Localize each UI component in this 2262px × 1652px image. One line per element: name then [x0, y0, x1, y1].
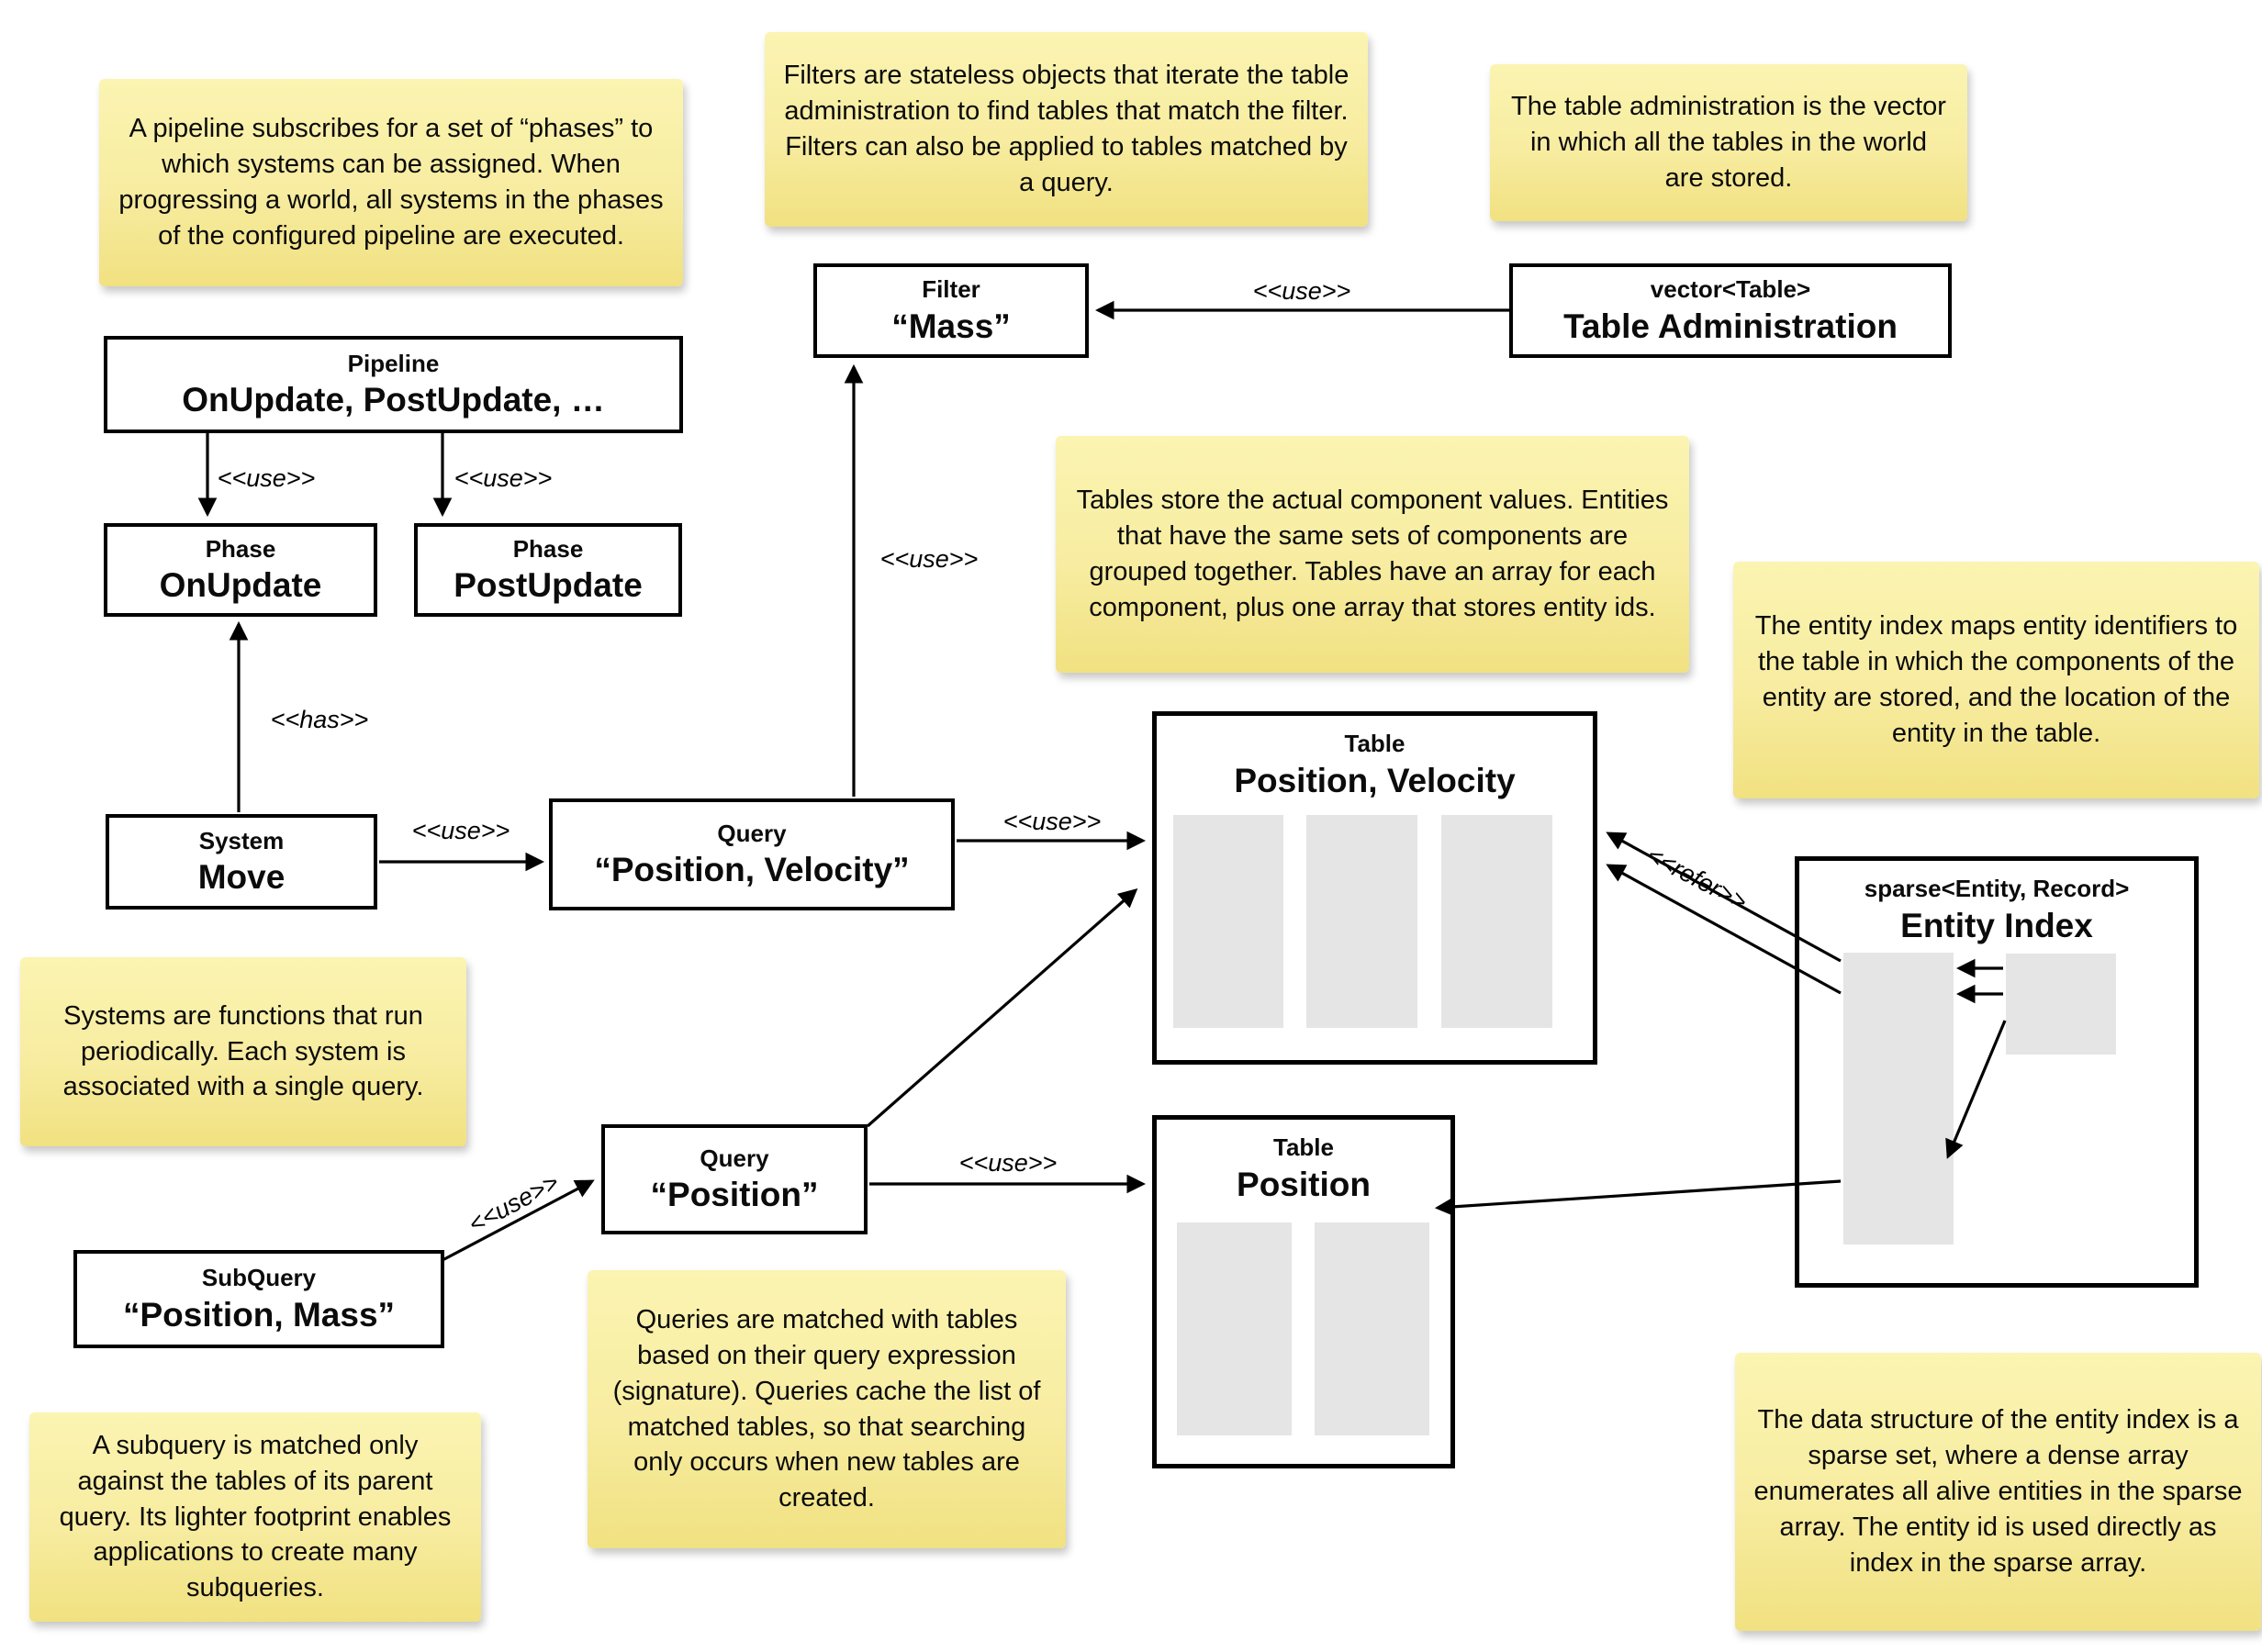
- box-phase-postupdate: Phase PostUpdate: [414, 523, 682, 617]
- note-entity-index: The entity index maps entity identifiers…: [1733, 562, 2259, 798]
- note-entity-data: The data structure of the entity index i…: [1735, 1353, 2261, 1631]
- box-query-position-velocity: Query “Position, Velocity”: [549, 798, 955, 910]
- arrow-querypos-to-tablepv: [866, 887, 1138, 1128]
- note-pipeline: A pipeline subscribes for a set of “phas…: [99, 79, 683, 286]
- dense-array: [2006, 954, 2116, 1055]
- note-subquery: A subquery is matched only against the t…: [29, 1412, 481, 1622]
- box-title: Phase: [205, 534, 276, 563]
- box-value: OnUpdate, PostUpdate, …: [182, 381, 605, 419]
- box-pipeline: Pipeline OnUpdate, PostUpdate, …: [104, 336, 683, 433]
- edge-label-use: <<use>>: [454, 464, 553, 492]
- box-filter-mass: Filter “Mass”: [813, 263, 1089, 358]
- box-value: Table Administration: [1563, 307, 1898, 345]
- box-table-position-velocity: Table Position, Velocity: [1152, 711, 1597, 1065]
- component-array: [1177, 1222, 1292, 1435]
- box-title: System: [198, 826, 285, 854]
- note-queries: Queries are matched with tables based on…: [588, 1270, 1066, 1548]
- edge-label-use: <<use>>: [218, 464, 316, 492]
- box-title: Query: [700, 1144, 769, 1172]
- box-value: “Position, Mass”: [122, 1295, 396, 1334]
- box-subquery-position-mass: SubQuery “Position, Mass”: [73, 1250, 444, 1348]
- box-title: Table: [1273, 1133, 1334, 1161]
- note-table-admin: The table administration is the vector i…: [1490, 64, 1967, 221]
- box-title: Table: [1344, 730, 1405, 757]
- box-title: SubQuery: [201, 1264, 317, 1292]
- box-value: Move: [197, 858, 286, 897]
- box-value: Position: [1237, 1165, 1371, 1203]
- box-value: “Position, Velocity”: [594, 851, 910, 889]
- note-systems: Systems are functions that run periodica…: [20, 957, 466, 1146]
- component-array: [1441, 815, 1552, 1028]
- component-array: [1315, 1222, 1429, 1435]
- box-value: “Mass”: [891, 307, 1011, 345]
- edge-label-use: <<use>>: [880, 545, 979, 573]
- component-array: [1173, 815, 1283, 1028]
- box-title: vector<Table>: [1650, 275, 1811, 304]
- box-value: PostUpdate: [454, 566, 643, 605]
- sparse-array: [1843, 953, 1954, 1245]
- box-phase-onupdate: Phase OnUpdate: [104, 523, 377, 617]
- box-value: Entity Index: [1900, 906, 2093, 944]
- box-value: OnUpdate: [159, 566, 322, 605]
- box-entity-index: sparse<Entity, Record> Entity Index: [1795, 856, 2199, 1288]
- edge-label-use: <<use>>: [412, 817, 510, 844]
- edge-label-use: <<use>>: [464, 1168, 563, 1239]
- edge-label-use: <<use>>: [1253, 277, 1351, 305]
- edge-label-use: <<use>>: [1003, 808, 1102, 835]
- edge-label-has: <<has>>: [271, 706, 369, 733]
- box-title: sparse<Entity, Record>: [1864, 875, 2130, 902]
- box-table-administration: vector<Table> Table Administration: [1509, 263, 1952, 358]
- box-title: Pipeline: [347, 349, 440, 377]
- note-tables: Tables store the actual component values…: [1056, 436, 1689, 673]
- note-filters: Filters are stateless objects that itera…: [765, 32, 1368, 227]
- arrow-entityindex-to-tablepos: [1434, 1179, 1842, 1217]
- edge-label-use: <<use>>: [959, 1149, 1058, 1177]
- component-array: [1306, 815, 1417, 1028]
- box-system-move: System Move: [106, 814, 377, 910]
- box-title: Query: [717, 819, 787, 847]
- box-value: Position, Velocity: [1234, 761, 1516, 799]
- box-query-position: Query “Position”: [601, 1124, 868, 1234]
- box-table-position: Table Position: [1152, 1115, 1455, 1468]
- edge-label-refer: <<refer>>: [1642, 841, 1752, 915]
- box-title: Phase: [512, 534, 584, 563]
- box-value: “Position”: [650, 1176, 819, 1214]
- arrow-subquery-to-querypos: [442, 1179, 595, 1262]
- box-title: Filter: [922, 275, 980, 304]
